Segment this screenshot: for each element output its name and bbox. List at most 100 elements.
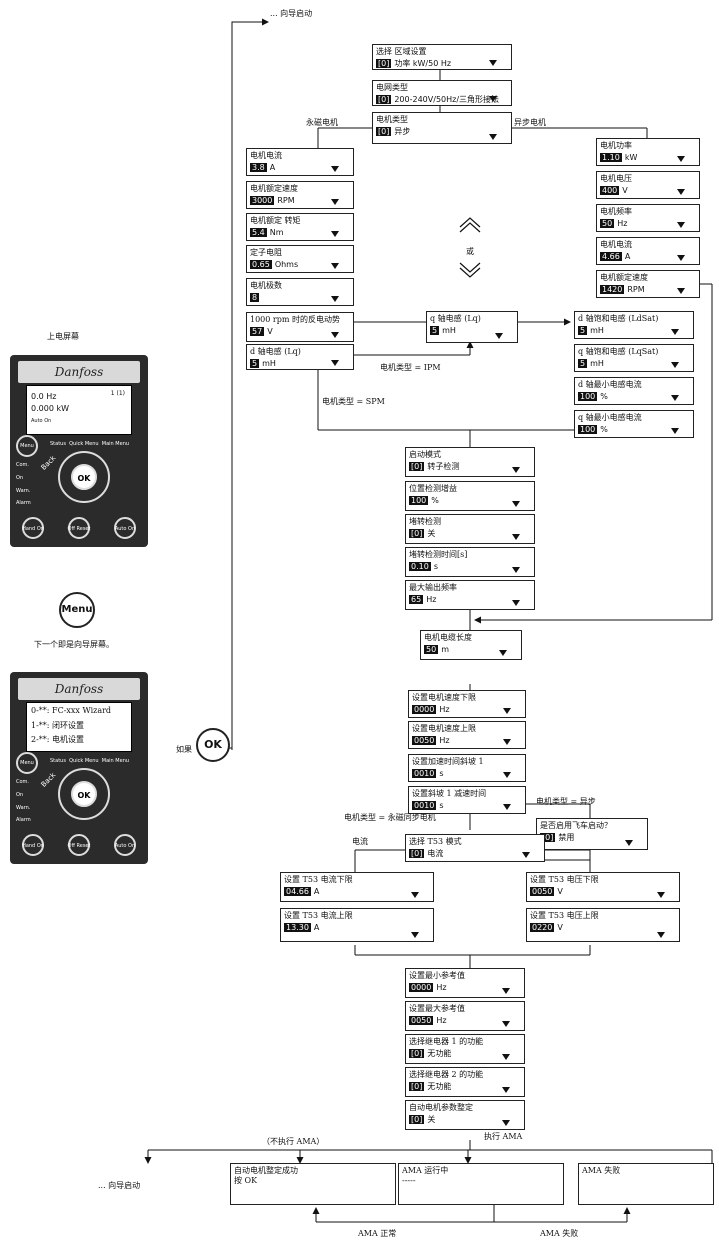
param-unit: kW [625, 153, 638, 162]
param-unit: Hz [436, 983, 446, 992]
tab-quick-menu[interactable]: Quick Menu [69, 441, 98, 447]
param-value: 8 [250, 293, 259, 302]
param-value: 50 [600, 219, 614, 228]
chevron-down-icon [502, 1120, 510, 1126]
param-title: 电机电流 [250, 151, 350, 161]
param-value: 5 [578, 326, 587, 335]
param-value: 04.66 [284, 887, 311, 896]
param-unit: 功率 kW/50 Hz [394, 59, 451, 68]
param-title: 选择 区域设置 [376, 47, 508, 57]
next-screen-label: 下一个即是向导屏幕。 [34, 639, 114, 650]
param-unit: V [267, 327, 272, 336]
chevron-down-icon [489, 60, 497, 66]
chevron-down-icon [512, 567, 520, 573]
param-box-region: 选择 区域设置 [0]功率 kW/50 Hz [372, 44, 512, 70]
param-box-ref-min: 设置最小参考值0000Hz [405, 968, 525, 998]
param-box-as-current: 电机电流4.66A [596, 237, 700, 265]
param-unit: 关 [427, 529, 435, 538]
param-title: 电机功率 [600, 141, 696, 151]
menu-button[interactable]: Menu [16, 752, 38, 774]
param-box-speed-high: 设置电机速度上限0050Hz [408, 721, 526, 749]
back-label[interactable]: Back [40, 771, 58, 789]
motor-type-ipm-label: 电机类型 = IPM [380, 362, 441, 373]
param-unit: 异步 [394, 127, 410, 136]
param-value: [0] [376, 59, 391, 68]
param-value: 57 [250, 327, 264, 336]
off-reset-button[interactable]: Off Reset [68, 834, 90, 856]
param-unit: Hz [439, 705, 449, 714]
chevron-down-icon [502, 988, 510, 994]
led-com: Com. [16, 462, 29, 468]
ok-button-large[interactable]: OK [196, 728, 230, 762]
param-title: 电机类型 [376, 115, 508, 125]
back-label[interactable]: Back [40, 454, 58, 472]
led-on: On [16, 792, 23, 798]
chevron-down-icon [677, 255, 685, 261]
param-unit: Ohms [275, 260, 298, 269]
param-box-relay1: 选择继电器 1 的功能[0]无功能 [405, 1034, 525, 1064]
param-unit: s [439, 801, 443, 810]
param-unit: A [314, 923, 319, 932]
param-title: 设置电机速度下限 [412, 693, 522, 703]
chevron-down-icon [657, 892, 665, 898]
param-title: 位置检测增益 [409, 484, 531, 494]
param-box-t53-u-high: 设置 T53 电压上限0220V [526, 908, 680, 942]
param-value: 0000 [412, 705, 436, 714]
param-box-flying: 是否启用飞车启动？[0]禁用 [536, 818, 648, 850]
param-title: d 轴最小电感电流 [578, 380, 690, 390]
param-value: 5 [250, 359, 259, 368]
tab-status[interactable]: Status [50, 758, 66, 764]
param-title: 电机电流 [600, 240, 696, 250]
param-title: 电机额定速度 [250, 184, 350, 194]
param-value: 5 [430, 326, 439, 335]
param-unit: m [441, 645, 449, 654]
param-value: [0] [376, 127, 391, 136]
param-value: 65 [409, 595, 423, 604]
param-unit: RPM [627, 285, 644, 294]
tab-main-menu[interactable]: Main Menu [102, 441, 129, 447]
ok-button[interactable]: OK [71, 464, 97, 490]
param-title: d 轴饱和电感 (LdSat) [578, 314, 690, 324]
param-title: 设置 T53 电流下限 [284, 875, 430, 885]
chevron-down-icon [677, 288, 685, 294]
off-reset-button[interactable]: Off Reset [68, 517, 90, 539]
param-unit: mH [590, 326, 604, 335]
param-value: 0.65 [250, 260, 272, 269]
tab-quick-menu[interactable]: Quick Menu [69, 758, 98, 764]
tab-status[interactable]: Status [50, 441, 66, 447]
chevron-down-icon [522, 852, 530, 858]
chevron-down-icon [489, 96, 497, 102]
auto-on-button[interactable]: Auto On [114, 517, 136, 539]
param-title: q 轴最小电感电流 [578, 413, 690, 423]
param-title: q 轴饱和电感 (LqSat) [578, 347, 690, 357]
if-label: 如果 [176, 744, 192, 755]
menu-button-large[interactable]: Menu [59, 592, 95, 628]
param-unit: 无功能 [427, 1049, 451, 1058]
danfoss-logo: Danfoss [18, 678, 140, 700]
param-title: 电机极数 [250, 281, 350, 291]
param-unit: Hz [617, 219, 627, 228]
hand-on-button[interactable]: Hand On [22, 834, 44, 856]
chevron-down-icon [503, 804, 511, 810]
param-unit: s [439, 769, 443, 778]
ok-button[interactable]: OK [71, 781, 97, 807]
chevron-down-icon [503, 708, 511, 714]
tab-main-menu[interactable]: Main Menu [102, 758, 129, 764]
param-title: 定子电阻 [250, 248, 350, 258]
chevron-down-icon [671, 428, 679, 434]
param-value: 0050 [409, 1016, 433, 1025]
param-title: 设置 T53 电压下限 [530, 875, 676, 885]
menu-button[interactable]: Menu [16, 435, 38, 457]
auto-on-button[interactable]: Auto On [114, 834, 136, 856]
param-title: 堵转检测时间[s] [409, 550, 531, 560]
param-title: 最大输出频率 [409, 583, 531, 593]
hand-on-button[interactable]: Hand On [22, 517, 44, 539]
param-title: 电网类型 [376, 83, 508, 93]
chevron-down-icon [411, 932, 419, 938]
param-unit: A [270, 163, 275, 172]
